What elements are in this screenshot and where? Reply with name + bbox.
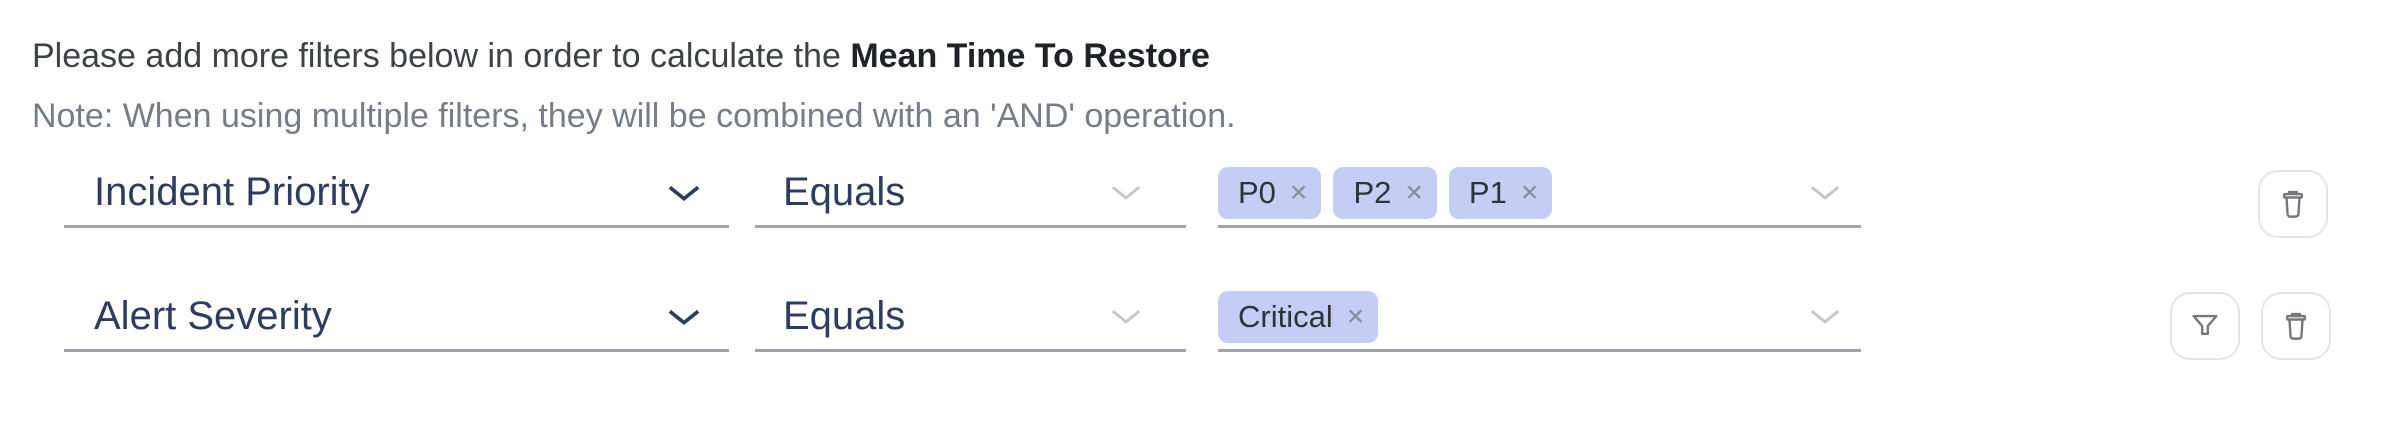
- chip-remove-icon[interactable]: ×: [1346, 299, 1365, 333]
- value-chip: P1 ×: [1448, 166, 1553, 219]
- chip-remove-icon[interactable]: ×: [1405, 175, 1423, 209]
- chevron-down-icon: [1810, 186, 1840, 200]
- chevron-down-icon: [1111, 186, 1141, 200]
- trash-icon: [2286, 312, 2306, 340]
- value-chip: Critical ×: [1218, 290, 1379, 343]
- attribute-select-row2[interactable]: Alert Severity: [64, 284, 729, 352]
- operator-select-row2[interactable]: Equals: [755, 284, 1186, 352]
- instruction-text: Please add more filters below in order t…: [32, 36, 1210, 76]
- attribute-value: Alert Severity: [94, 294, 332, 338]
- value-chip: P2 ×: [1333, 166, 1437, 219]
- operator-value: Equals: [783, 294, 906, 338]
- trash-icon: [2283, 190, 2303, 218]
- funnel-icon: [2192, 314, 2218, 335]
- filter-options-button-row2[interactable]: [2170, 292, 2240, 360]
- chip-label: P2: [1353, 174, 1392, 210]
- chevron-down-icon: [1810, 310, 1840, 324]
- chip-label: Critical: [1238, 298, 1333, 334]
- values-multiselect-row2[interactable]: Critical ×: [1218, 284, 1861, 352]
- operator-select-row1[interactable]: Equals: [755, 160, 1186, 228]
- metric-name: Mean Time To Restore: [850, 37, 1210, 75]
- chevron-down-icon: [668, 185, 700, 201]
- chip-remove-icon[interactable]: ×: [1289, 175, 1308, 209]
- chip-list: P0 × P2 × P1 ×: [1218, 166, 1553, 219]
- instruction-prefix: Please add more filters below in order t…: [32, 37, 851, 75]
- operator-value: Equals: [783, 170, 906, 214]
- chip-label: P0: [1238, 174, 1276, 210]
- chevron-down-icon: [1111, 310, 1141, 324]
- attribute-value: Incident Priority: [94, 170, 370, 214]
- value-chip: P0 ×: [1218, 166, 1322, 219]
- chevron-down-icon: [668, 309, 700, 325]
- delete-filter-button-row1[interactable]: [2258, 170, 2328, 238]
- and-operation-note: Note: When using multiple filters, they …: [32, 97, 1236, 135]
- chip-remove-icon[interactable]: ×: [1520, 175, 1539, 209]
- delete-filter-button-row2[interactable]: [2261, 292, 2331, 360]
- chip-list: Critical ×: [1218, 290, 1379, 343]
- chip-label: P1: [1468, 174, 1507, 210]
- values-multiselect-row1[interactable]: P0 × P2 × P1 ×: [1218, 160, 1861, 228]
- attribute-select-row1[interactable]: Incident Priority: [64, 160, 729, 228]
